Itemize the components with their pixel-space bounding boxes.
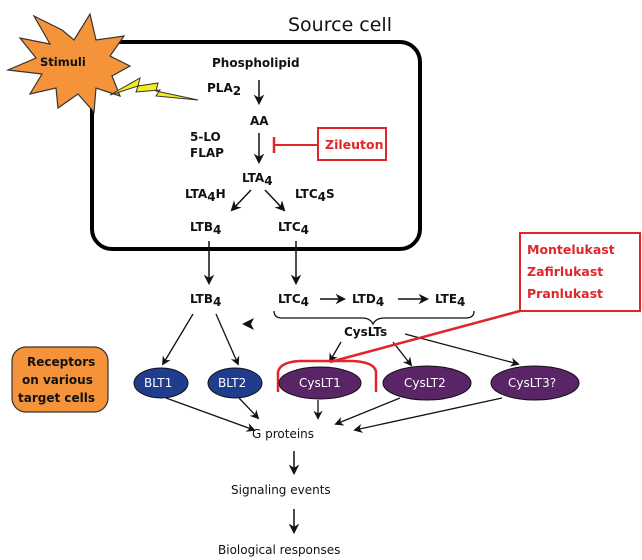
arrow-cyslts-cyslt3 xyxy=(404,333,520,367)
lta4h-label: LTA4H xyxy=(185,187,226,204)
ltb4-outside-label: LTB4 xyxy=(190,292,221,309)
zileuton-box xyxy=(317,127,387,161)
signaling-events-label: Signaling events xyxy=(231,483,331,497)
antagonist-red-line xyxy=(329,309,521,364)
lightning-bolt-icon xyxy=(109,76,199,101)
antagonist-montelukast: Montelukast xyxy=(527,242,615,257)
arrow-blt1-gproteins xyxy=(165,397,256,432)
cyslt3-receptor xyxy=(490,365,580,401)
arrow-cyslt2-gproteins xyxy=(334,397,401,426)
cyslt2-receptor xyxy=(382,365,472,401)
receptors-label-line3: target cells xyxy=(18,391,95,405)
cyslts-label: CysLTs xyxy=(344,325,387,339)
biological-responses-label: Biological responses xyxy=(218,543,340,557)
cyslts-brace xyxy=(273,310,475,326)
ltc4s-label: LTC4S xyxy=(295,187,335,204)
antagonist-zafirlukast: Zafirlukast xyxy=(527,264,603,279)
arrow-blt2-gproteins xyxy=(238,397,260,420)
stimuli-label: Stimuli xyxy=(40,55,86,69)
arrow-ltb4-blt1 xyxy=(162,313,194,366)
small-arrowhead-icon xyxy=(242,318,254,330)
arrow-lta4-ltc4 xyxy=(264,189,286,212)
source-cell-box xyxy=(90,40,422,251)
receptors-label-line2: on various xyxy=(22,373,93,387)
5lo-label: 5-LO xyxy=(190,130,221,144)
lte4-label: LTE4 xyxy=(435,292,465,309)
stimuli-burst-icon xyxy=(5,12,132,114)
receptors-label-line1: Receptors xyxy=(27,355,95,369)
arrow-ltb4-blt2 xyxy=(215,313,240,366)
arrow-cyslts-cyslt1 xyxy=(329,341,342,363)
cyslt3-label: CysLT3? xyxy=(508,376,556,390)
pla2-label: PLA2 xyxy=(207,81,241,98)
blt2-label: BLT2 xyxy=(218,376,246,390)
ltc4-inside-label: LTC4 xyxy=(278,220,309,237)
arrow-lta4-ltb4 xyxy=(230,189,252,212)
cyslt1-block-cap xyxy=(276,359,378,392)
g-proteins-label: G proteins xyxy=(252,427,314,441)
cyslt1-receptor xyxy=(278,366,362,400)
phospholipid-label: Phospholipid xyxy=(212,56,300,70)
cyslt2-label: CysLT2 xyxy=(404,376,446,390)
aa-label: AA xyxy=(250,114,269,128)
ltc4-outside-label: LTC4 xyxy=(278,292,309,309)
arrow-cyslts-cyslt2 xyxy=(392,341,413,367)
lta4-label: LTA4 xyxy=(242,171,273,188)
flap-label: FLAP xyxy=(190,146,224,160)
cyslt1-label: CysLT1 xyxy=(299,376,341,390)
blt1-label: BLT1 xyxy=(144,376,172,390)
antagonist-pranlukast: Pranlukast xyxy=(527,286,603,301)
blt1-receptor xyxy=(133,367,189,399)
antagonists-box xyxy=(519,232,641,312)
source-cell-title: Source cell xyxy=(288,14,392,36)
arrow-cyslt3-gproteins xyxy=(353,397,503,433)
blt2-receptor xyxy=(207,367,263,399)
ltd4-label: LTD4 xyxy=(352,292,384,309)
receptors-label-box xyxy=(11,346,109,413)
ltb4-inside-label: LTB4 xyxy=(190,220,221,237)
zileuton-label: Zileuton xyxy=(325,137,383,152)
